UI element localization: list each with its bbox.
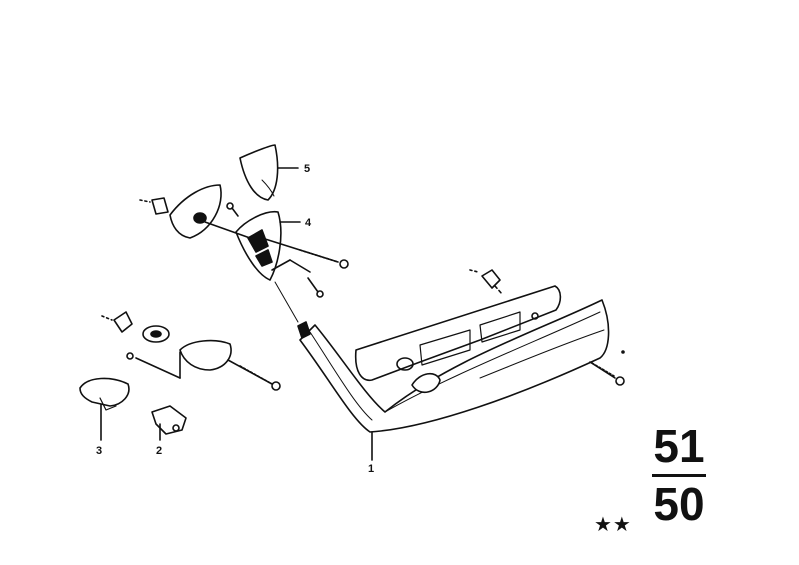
callout-4: 4 xyxy=(305,217,312,229)
screw-long xyxy=(226,202,349,323)
hinge-part-3 xyxy=(79,377,130,441)
clip-left xyxy=(101,311,133,333)
cover-cap-part xyxy=(239,144,299,201)
group-code-bottom: 50 xyxy=(653,478,705,530)
callout-1: 1 xyxy=(368,463,374,475)
callout-2: 2 xyxy=(156,445,162,457)
screw-right xyxy=(589,350,625,386)
callout-3: 3 xyxy=(96,445,102,457)
washer-left xyxy=(142,325,170,343)
hinge-part-2 xyxy=(151,405,187,441)
armrest-main-part xyxy=(297,285,610,433)
clip-top-right xyxy=(469,269,503,295)
knob-part xyxy=(126,339,281,391)
trim-piece-left xyxy=(139,184,251,239)
callout-5: 5 xyxy=(304,163,310,175)
bracket-part xyxy=(235,210,311,281)
star-rating-marks: ★★ xyxy=(594,512,632,536)
group-code-divider xyxy=(652,474,706,477)
group-code-top: 51 xyxy=(653,420,705,472)
